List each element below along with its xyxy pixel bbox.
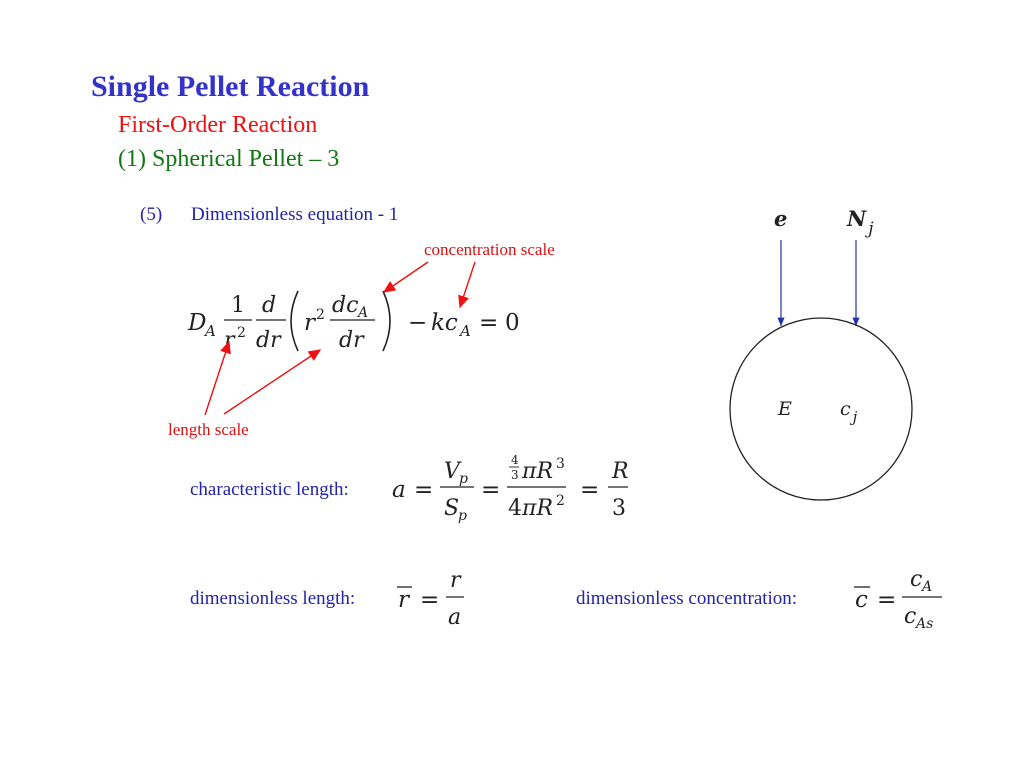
step-number: (5)	[140, 204, 163, 225]
svg-text:=: =	[580, 477, 599, 503]
dimensionless-length-label: dimensionless length:	[190, 588, 356, 609]
svg-text:a: a	[392, 477, 406, 503]
spherical-pellet	[729, 317, 913, 501]
svg-text:c: c	[855, 587, 868, 613]
svg-text:=: =	[479, 310, 498, 336]
E-label: E	[778, 398, 792, 420]
svg-text:3: 3	[511, 468, 519, 482]
svg-text:dc: dc	[332, 293, 358, 318]
svg-text:2: 2	[316, 307, 325, 323]
dimensionless-length-equation: r = r a	[397, 568, 464, 630]
characteristic-length-label: characteristic length:	[190, 479, 349, 500]
svg-text:c: c	[910, 567, 922, 592]
svg-text:V: V	[444, 459, 462, 484]
svg-text:−: −	[408, 310, 427, 336]
svg-text:=: =	[420, 587, 439, 613]
svg-text:kc: kc	[431, 310, 458, 336]
arrow-to-r2-inner	[223, 349, 322, 415]
dimensionless-concentration-label: dimensionless concentration:	[576, 588, 798, 609]
svg-text:4: 4	[508, 496, 522, 521]
svg-text:dr: dr	[339, 328, 365, 353]
svg-text:1: 1	[231, 293, 245, 318]
characteristic-length-equation: a = V p S p = 4 3 πR 3 4 πR 2 = R 3	[392, 453, 629, 523]
svg-text:D: D	[187, 310, 206, 336]
svg-text:r: r	[398, 587, 411, 613]
svg-text:dr: dr	[256, 328, 282, 353]
step-heading: Dimensionless equation - 1	[191, 204, 399, 225]
svg-text:=: =	[877, 587, 896, 613]
dimensionless-concentration-equation: c = c A c As	[854, 567, 942, 631]
svg-text:c: c	[904, 604, 916, 629]
length-scale-label: length scale	[168, 420, 249, 439]
svg-text:R: R	[611, 459, 629, 484]
slide-title: Single Pellet Reaction	[91, 70, 370, 103]
svg-text:A: A	[920, 579, 932, 595]
svg-text:3: 3	[612, 496, 626, 521]
arrow-to-dcA	[382, 261, 429, 293]
svg-text:S: S	[444, 496, 459, 521]
svg-text:A: A	[458, 322, 471, 340]
slide-subtitle-pellet: (1) Spherical Pellet – 3	[118, 146, 340, 172]
e-label: e	[774, 206, 788, 231]
svg-text:2: 2	[556, 493, 565, 509]
svg-text:πR: πR	[521, 459, 553, 484]
arrow-to-kcA	[458, 261, 476, 309]
svg-text:a: a	[448, 605, 461, 630]
svg-text:p: p	[459, 471, 468, 487]
slide-subtitle-reaction: First-Order Reaction	[118, 112, 318, 138]
svg-text:3: 3	[556, 456, 565, 472]
svg-text:As: As	[914, 616, 933, 631]
arrow-to-r2-denominator	[204, 340, 231, 416]
concentration-scale-label: concentration scale	[424, 240, 555, 259]
svg-text:A: A	[203, 322, 216, 340]
svg-text:=: =	[481, 477, 500, 503]
svg-text:4: 4	[511, 453, 519, 467]
svg-text:πR: πR	[521, 496, 553, 521]
svg-text:d: d	[262, 293, 276, 318]
svg-text:r: r	[304, 310, 317, 336]
svg-text:p: p	[458, 508, 467, 523]
svg-text:=: =	[414, 477, 433, 503]
svg-text:2: 2	[237, 325, 246, 341]
svg-text:A: A	[356, 305, 368, 321]
svg-text:r: r	[450, 568, 462, 593]
svg-text:0: 0	[505, 310, 520, 336]
